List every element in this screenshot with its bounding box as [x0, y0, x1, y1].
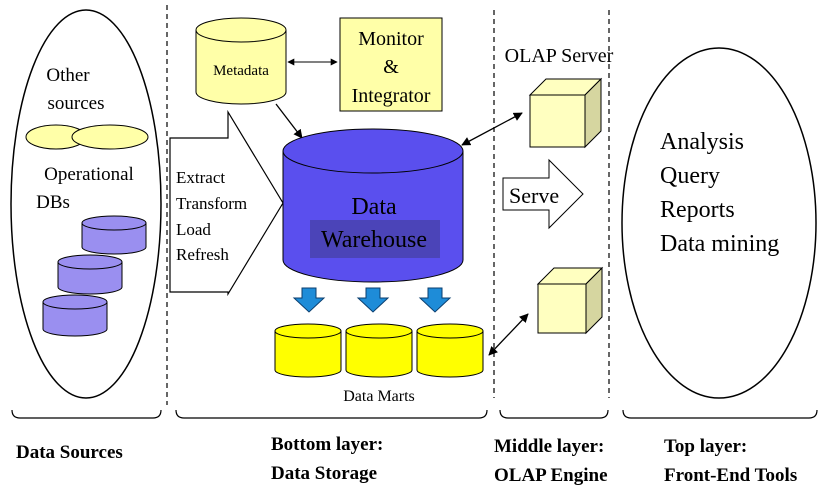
data-sources-ellipse: [10, 9, 162, 399]
layer-label-middle-2: OLAP Engine: [494, 465, 608, 486]
down-arrow-1: [292, 287, 326, 313]
other-sources-line2: sources: [48, 93, 105, 114]
monitor-line2: &: [383, 56, 399, 78]
tool-data-mining: Data mining: [660, 231, 779, 257]
operational-db-cylinder-1: [81, 215, 147, 255]
layer-label-bottom-1: Bottom layer:: [271, 434, 383, 455]
olap-cube-bottom: [536, 266, 604, 335]
olap-cube-top: [528, 77, 603, 149]
brace-tools: [622, 409, 818, 419]
layer-label-top-1: Top layer:: [664, 436, 747, 457]
metadata-label: Metadata: [213, 63, 269, 79]
other-sources-line1: Other: [46, 65, 90, 86]
brace-olap: [499, 409, 609, 419]
warehouse-line2: Warehouse: [321, 227, 427, 253]
serve-arrow: [502, 158, 584, 230]
tool-analysis: Analysis: [660, 129, 744, 155]
olap-server-label: OLAP Server: [505, 45, 614, 67]
warehouse-line1: Data: [351, 194, 397, 220]
serve-label: Serve: [509, 183, 559, 208]
layer-label-top-2: Front-End Tools: [664, 465, 797, 486]
etl-arrow: [169, 109, 284, 297]
warehouse-label-highlight: [310, 220, 440, 258]
data-mart-cylinder-2: [345, 323, 413, 378]
layer-label-sources: Data Sources: [16, 442, 123, 463]
monitor-line3: Integrator: [352, 85, 431, 107]
operational-dbs-line2: DBs: [36, 192, 70, 213]
front-end-tools-ellipse: [621, 47, 817, 399]
down-arrow-2: [356, 287, 390, 313]
monitor-line1: Monitor: [358, 28, 424, 50]
data-mart-cylinder-3: [416, 323, 484, 378]
tool-reports: Reports: [660, 197, 735, 223]
layer-braces: [11, 409, 818, 419]
operational-db-cylinder-2: [57, 254, 123, 295]
layer-label-middle-1: Middle layer:: [494, 436, 604, 457]
tool-query: Query: [660, 163, 720, 189]
etl-load: Load: [176, 220, 211, 239]
layer-label-bottom-2: Data Storage: [271, 463, 377, 484]
marts-olap-connector-bottom: [488, 313, 529, 356]
operational-db-cylinder-3: [42, 294, 108, 337]
data-marts-label: Data Marts: [343, 388, 415, 405]
etl-transform: Transform: [176, 194, 247, 213]
brace-storage: [175, 409, 488, 419]
down-arrow-3: [418, 287, 452, 313]
etl-extract: Extract: [176, 168, 225, 187]
layer-separators: [166, 5, 610, 405]
other-sources-icon: [25, 124, 149, 150]
brace-sources: [11, 409, 162, 419]
monitor-integrator-box: [339, 17, 443, 112]
warehouse-olap-connector-top: [461, 112, 523, 146]
etl-refresh: Refresh: [176, 245, 229, 264]
metadata-cylinder: [195, 17, 287, 105]
operational-dbs-line1: Operational: [44, 164, 134, 185]
metadata-warehouse-connector: [275, 103, 303, 139]
data-mart-cylinder-1: [274, 323, 342, 378]
